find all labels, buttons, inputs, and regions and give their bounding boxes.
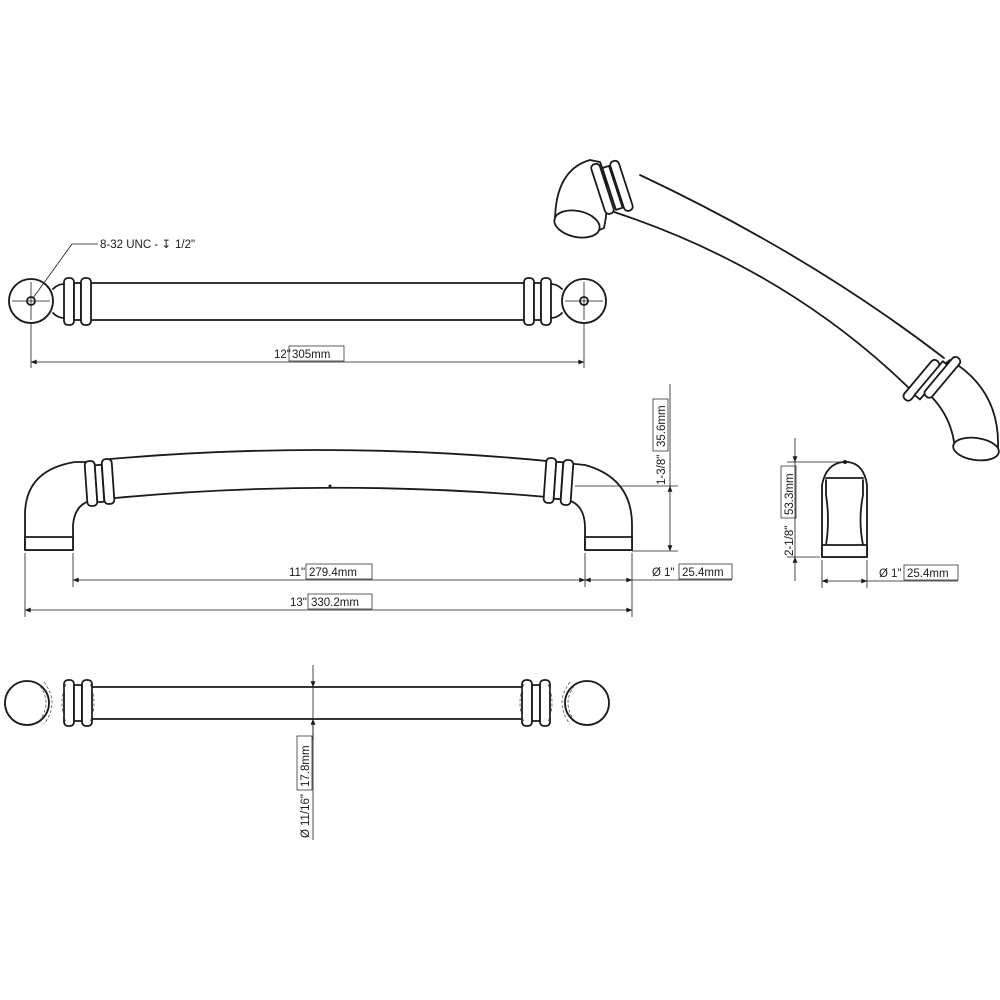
- center-to-center-metric: 305mm: [292, 349, 330, 361]
- foot-diameter-symbol: Ø: [652, 567, 661, 579]
- side-view: 2-1/8" 53.3mm Ø 1" 25.4mm: [780, 438, 959, 588]
- front-view: 1-3/8" 35.6mm 11" 279.4mm Ø 1" 25.4mm 13…: [24, 384, 733, 617]
- inner-length-metric: 279.4mm: [309, 567, 357, 579]
- overall-length-imperial: 13": [290, 597, 307, 609]
- projection-imperial: 2-1/8": [784, 526, 796, 556]
- side-foot-diameter-symbol: Ø: [879, 568, 888, 580]
- bar-diameter-imperial: 11/16": [300, 794, 312, 826]
- height-imperial: 1-3/8": [656, 455, 668, 485]
- isometric-view: [553, 159, 1000, 462]
- thread-callout: 8-32 UNC - ↧1/2": [100, 239, 195, 251]
- bar-diameter-symbol: Ø: [300, 829, 312, 838]
- center-to-center-imperial: 12": [274, 349, 291, 361]
- height-metric: 35.6mm: [656, 405, 668, 447]
- bottom-view: Ø 11/16" 17.8mm: [4, 665, 610, 840]
- foot-diameter-imperial: 1": [664, 567, 674, 579]
- foot-diameter-metric: 25.4mm: [682, 567, 724, 579]
- overall-length-metric: 330.2mm: [311, 597, 359, 609]
- side-foot-diameter-metric: 25.4mm: [907, 568, 949, 580]
- inner-length-imperial: 11": [289, 567, 305, 579]
- projection-metric: 53.3mm: [784, 473, 796, 515]
- top-view: 8-32 UNC - ↧1/2" 12" 305mm: [8, 239, 607, 368]
- bar-diameter-metric: 17.8mm: [300, 745, 312, 787]
- side-foot-diameter-imperial: 1": [891, 568, 901, 580]
